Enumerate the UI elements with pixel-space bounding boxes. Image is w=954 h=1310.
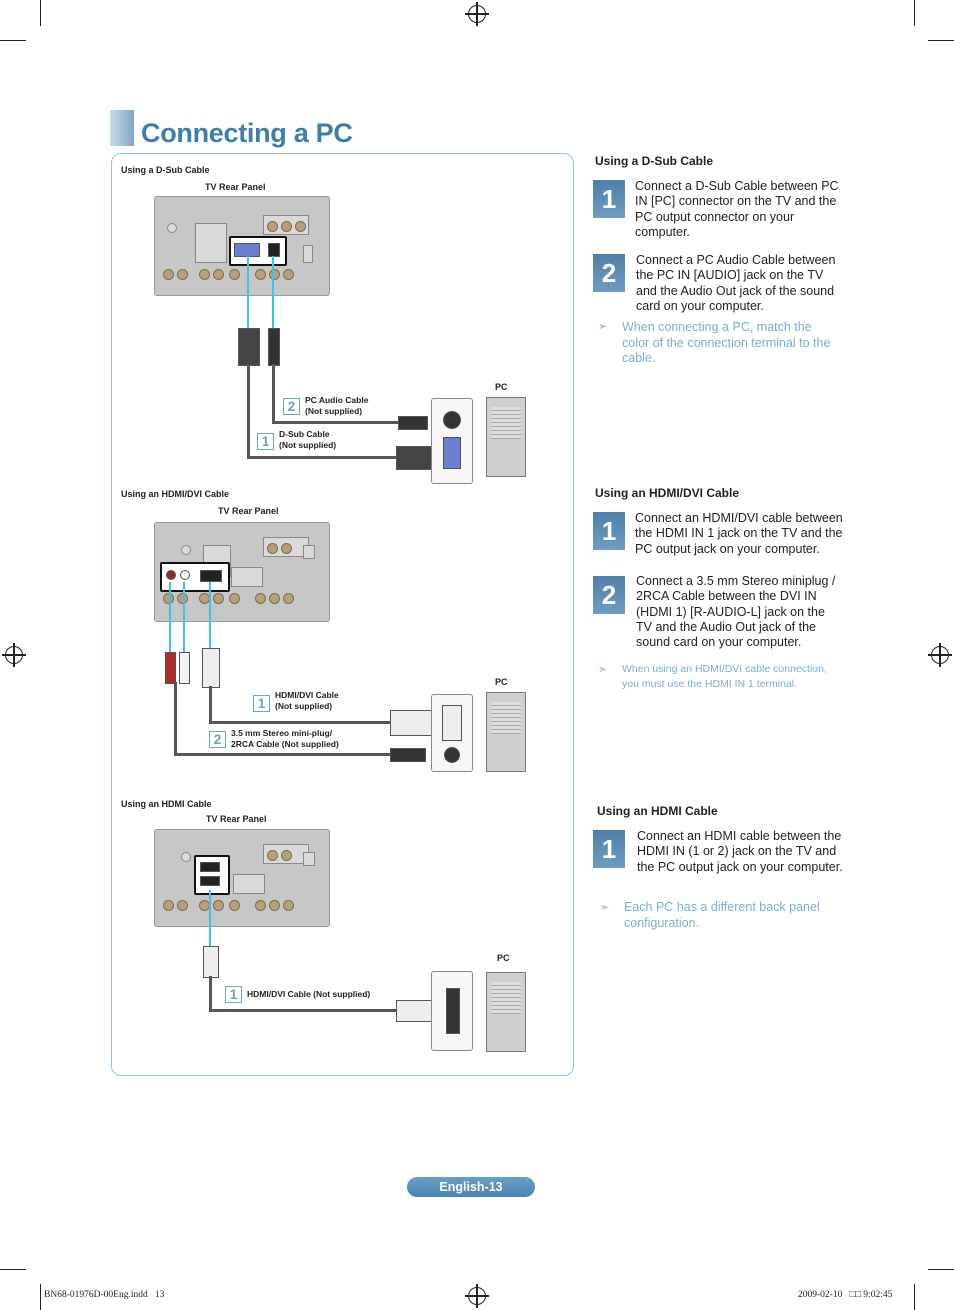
audio-cable-label: 3.5 mm Stereo mini-plug/2RCA Cable (Not … <box>231 728 339 749</box>
section-heading: Using an HDMI/DVI Cable <box>595 486 740 500</box>
hdmi-plug-icon <box>202 648 220 688</box>
footer-file-name: BN68-01976D-00Eng.indd 13 <box>44 1290 165 1300</box>
pc-back-panel <box>431 971 473 1051</box>
pc-audio-cable-label: PC Audio Cable(Not supplied) <box>305 395 369 416</box>
step-number-badge: 2 <box>593 254 625 292</box>
d-sub-cable <box>247 456 397 459</box>
hdmi-cable-label: HDMI/DVI Cable (Not supplied) <box>247 989 371 999</box>
crop-mark <box>914 1284 915 1310</box>
note-arrow-icon: ➣ <box>598 664 608 676</box>
connection-line <box>209 890 211 946</box>
tv-rear-panel-label: TV Rear Panel <box>205 182 266 192</box>
audio-plug-icon <box>268 328 280 366</box>
step-text: Connect a D-Sub Cable between PC IN [PC]… <box>635 179 839 239</box>
tv-rear-panel-label: TV Rear Panel <box>218 506 279 516</box>
registration-mark-icon <box>2 643 26 667</box>
step-text: Connect a 3.5 mm Stereo miniplug / 2RCA … <box>636 574 836 650</box>
audio-cable <box>174 682 177 756</box>
hdmi-port-icon <box>200 862 220 872</box>
crop-mark <box>928 1269 954 1270</box>
diagram-section-label: Using a D-Sub Cable <box>121 165 210 175</box>
pc-tower-icon <box>486 397 526 477</box>
pc-tower-icon <box>486 972 526 1052</box>
hdmi-port-icon <box>200 876 220 886</box>
cable-number-badge: 1 <box>253 695 270 712</box>
registration-mark-icon <box>928 643 952 667</box>
crop-mark <box>40 0 41 26</box>
page-title: Connecting a PC <box>141 118 353 148</box>
audio-cable <box>174 753 390 756</box>
hdmi-dvi-cable-label: HDMI/DVI Cable(Not supplied) <box>275 690 339 711</box>
note-text: When connecting a PC, match the color of… <box>622 320 831 365</box>
hdmi-cable <box>209 976 212 1012</box>
footer-datetime: 2009-02-10 □□ 9:02:45 <box>798 1290 893 1300</box>
d-sub-cable <box>247 364 250 458</box>
crop-mark <box>0 1269 26 1270</box>
crop-mark <box>914 0 915 26</box>
rca-plug-icon <box>165 652 176 684</box>
audio-plug-icon <box>398 416 428 430</box>
hdmi-dvi-cable <box>209 686 212 724</box>
step-text: Connect an HDMI/DVI cable between the HD… <box>635 511 843 556</box>
section-heading: Using a D-Sub Cable <box>595 154 714 168</box>
cable-number-badge: 1 <box>225 986 242 1003</box>
step-text: Connect an HDMI cable between the HDMI I… <box>637 829 843 874</box>
connection-line <box>272 256 274 328</box>
pc-label: PC <box>495 382 508 392</box>
vga-plug-icon <box>396 446 432 470</box>
hdmi-cable <box>209 1009 397 1012</box>
hdmi-dvi-cable <box>209 721 391 724</box>
tv-rear-panel <box>154 829 330 927</box>
step-number-badge: 1 <box>593 512 625 550</box>
cable-number-badge: 2 <box>283 398 300 415</box>
connection-line <box>169 582 171 654</box>
vga-plug-icon <box>238 328 260 366</box>
rca-plug-icon <box>179 652 190 684</box>
note-text: When using an HDMI/DVI cable connection,… <box>622 663 827 690</box>
hdmi-in-port-highlight <box>194 855 230 895</box>
diagram-section-label: Using an HDMI/DVI Cable <box>121 489 230 499</box>
page-number-badge: English-13 <box>407 1177 535 1197</box>
tv-rear-panel <box>154 196 330 296</box>
note-arrow-icon: ➣ <box>598 321 608 333</box>
hdmi-plug-icon <box>396 1000 432 1022</box>
diagram-section-label: Using an HDMI Cable <box>121 799 212 809</box>
tv-rear-panel-label: TV Rear Panel <box>206 814 267 824</box>
audio-port-icon <box>268 243 280 257</box>
pc-tower-icon <box>486 692 526 772</box>
pc-audio-cable <box>272 364 275 424</box>
note-arrow-icon: ➣ <box>600 902 610 914</box>
rca-audio-port-icon <box>166 570 176 580</box>
hdmi-port-icon <box>200 570 222 582</box>
connection-line <box>209 582 211 648</box>
crop-mark <box>0 40 26 41</box>
pc-audio-cable <box>272 421 400 424</box>
step-number-badge: 2 <box>593 576 625 614</box>
crop-mark <box>40 1284 41 1310</box>
step-number-badge: 1 <box>593 180 625 218</box>
step-text: Connect a PC Audio Cable between the PC … <box>636 253 836 313</box>
pc-back-panel <box>431 694 473 772</box>
audio-plug-icon <box>390 748 426 762</box>
registration-mark-icon <box>465 1284 489 1308</box>
hdmi-plug-icon <box>203 946 219 978</box>
section-heading: Using an HDMI Cable <box>597 804 718 818</box>
connection-line <box>247 256 249 328</box>
title-accent-bar <box>110 110 134 146</box>
cable-number-badge: 1 <box>257 433 274 450</box>
d-sub-cable-label: D-Sub Cable(Not supplied) <box>279 429 337 450</box>
pc-label: PC <box>495 677 508 687</box>
registration-mark-icon <box>465 2 489 26</box>
cable-number-badge: 2 <box>209 731 226 748</box>
pc-label: PC <box>497 953 510 963</box>
note-text: Each PC has a different back panel confi… <box>624 900 820 930</box>
rca-audio-port-icon <box>180 570 190 580</box>
connection-line <box>183 582 185 654</box>
crop-mark <box>928 40 954 41</box>
step-number-badge: 1 <box>593 830 625 868</box>
pc-back-panel <box>431 398 473 484</box>
dvi-plug-icon <box>390 710 432 736</box>
vga-port-icon <box>234 243 260 257</box>
